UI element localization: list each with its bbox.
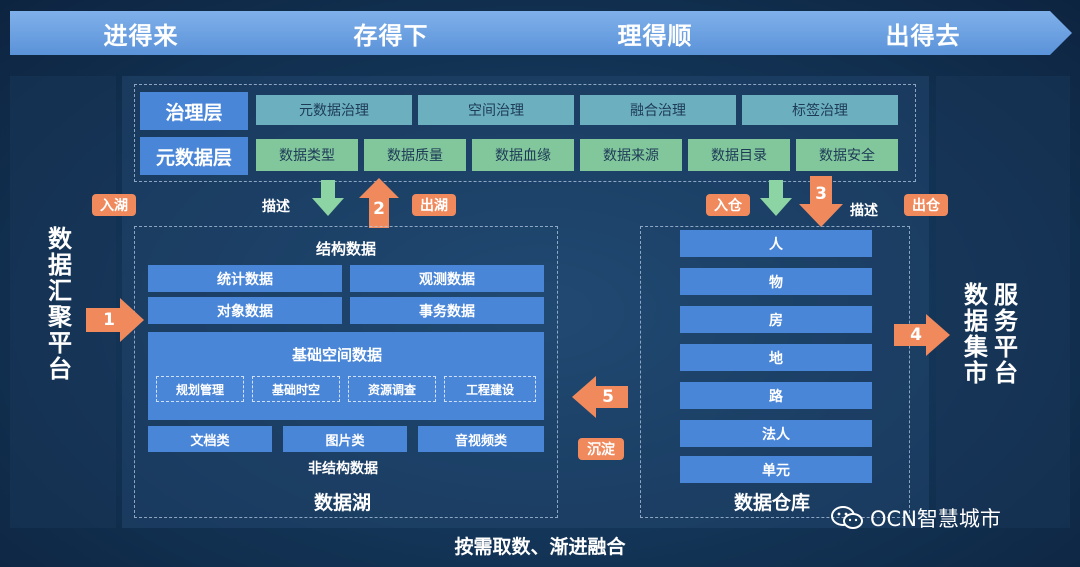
watermark: OCN智慧城市 [830,502,1060,534]
service-label: 服务平台 [994,281,1018,387]
governance-item: 融合治理 [580,95,736,125]
right-arrow-icon [86,298,144,342]
metadata-item: 数据类型 [256,139,358,171]
spatial-item: 资源调查 [348,376,436,402]
stage-1: 进得来 [10,11,272,55]
step-number: 1 [103,310,115,330]
source-platform-label: 数据汇聚平台 [48,225,72,383]
right-arrow-icon [894,314,950,356]
down-arrow-icon [799,176,843,227]
metadata-item: 数据目录 [688,139,790,171]
structured-title: 结构数据 [316,240,377,258]
data-warehouse-area [640,226,910,518]
step-number: 2 [373,199,385,219]
stage-banner: 进得来 存得下 理得顺 出得去 [0,0,1080,66]
structured-item: 事务数据 [350,297,544,324]
metadata-item: 数据血缘 [472,139,574,171]
stage-3: 理得顺 [510,11,800,55]
governance-layer-label: 治理层 [140,92,248,130]
right-arrow-4: 4 [894,314,950,356]
in-lake-tag: 入湖 [92,194,136,216]
watermark-text: OCN智慧城市 [870,507,1001,531]
settle-tag: 沉淀 [578,438,624,460]
describe-right-label: 描述 [850,203,878,219]
out-warehouse-tag: 出仓 [904,194,948,216]
data-warehouse-title: 数据仓库 [734,492,811,514]
data-lake-title: 数据湖 [314,492,372,514]
down-arrow-icon [760,180,792,216]
metadata-item: 数据来源 [580,139,682,171]
left-arrow-5: 5 [572,376,628,418]
structured-item: 统计数据 [148,265,342,292]
warehouse-item: 路 [680,382,872,409]
metadata-item: 数据质量 [364,139,466,171]
step-number: 5 [602,387,614,407]
unstructured-title: 非结构数据 [308,461,378,477]
structured-item: 对象数据 [148,297,342,324]
step-number: 3 [815,184,827,204]
warehouse-item: 法人 [680,420,872,447]
up-arrow-2: 2 [358,178,400,228]
in-warehouse-tag: 入仓 [706,194,750,216]
warehouse-item: 房 [680,306,872,333]
metadata-layer-label: 元数据层 [140,137,248,175]
unstructured-item: 音视频类 [418,426,544,452]
warehouse-item: 地 [680,344,872,371]
step-number: 4 [910,325,922,345]
out-lake-tag: 出湖 [412,194,456,216]
spatial-item: 工程建设 [444,376,536,402]
governance-item: 空间治理 [418,95,574,125]
metadata-item: 数据安全 [796,139,898,171]
governance-area [134,84,916,182]
stage-4: 出得去 [774,11,1072,55]
left-arrow-icon [572,376,628,418]
governance-item: 标签治理 [742,95,898,125]
spatial-title: 基础空间数据 [292,346,383,364]
spatial-item: 基础时空 [252,376,340,402]
unstructured-item: 文档类 [148,426,272,452]
structured-item: 观测数据 [350,265,544,292]
down-arrow-3: 3 [798,176,844,228]
down-arrow-icon [312,180,344,216]
stage-2: 存得下 [246,11,536,55]
warehouse-item: 人 [680,230,872,257]
governance-item: 元数据治理 [256,95,412,125]
left-column [10,76,116,528]
describe-left-label: 描述 [262,199,290,215]
footer-caption: 按需取数、渐进融合 [454,536,626,558]
right-arrow-1: 1 [86,298,144,342]
warehouse-item: 单元 [680,456,872,483]
unstructured-item: 图片类 [283,426,407,452]
up-arrow-icon [359,178,399,228]
warehouse-item: 物 [680,268,872,295]
data-lake-area [134,226,558,518]
chat-bubble-icon [831,506,863,529]
spatial-item: 规划管理 [156,376,244,402]
market-label: 数据集市 [964,281,988,387]
right-column [936,76,1070,528]
